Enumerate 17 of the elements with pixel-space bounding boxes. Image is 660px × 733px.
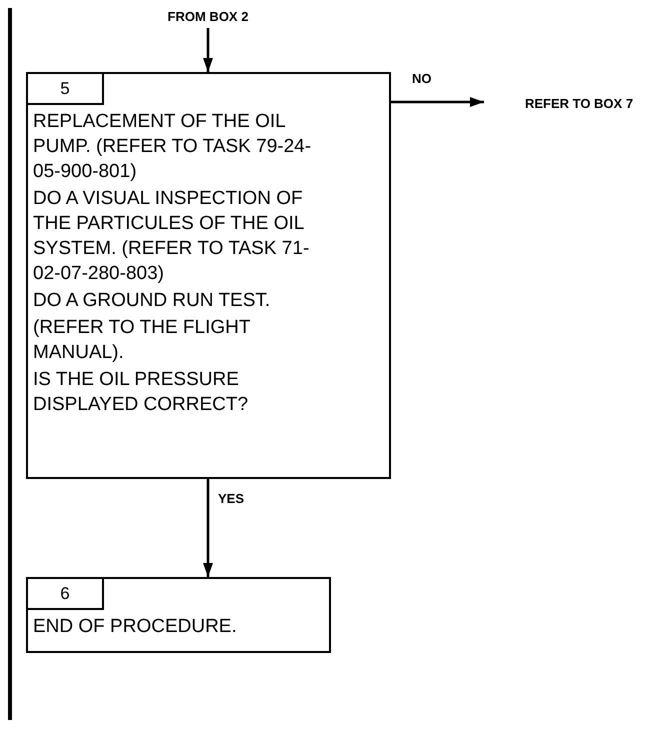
flow-reference-text: REFER TO BOX 7 [498, 93, 660, 115]
instruction-text: DO A GROUND RUN TEST. [33, 289, 272, 313]
arrow [391, 97, 484, 107]
step-number: 6 [28, 579, 104, 610]
instruction-text: (REFER TO THE FLIGHT MANUAL). [33, 316, 252, 365]
arrow [203, 479, 213, 577]
edge-label: YES [216, 492, 246, 505]
step-box [26, 577, 331, 653]
arrow [203, 28, 213, 72]
edge-label: NO [410, 72, 434, 85]
instruction-text: IS THE OIL PRESSURE DISPLAYED CORRECT? [33, 368, 250, 417]
step-box [26, 72, 391, 479]
flow-reference-text: FROM BOX 2 [140, 6, 276, 28]
instruction-text: DO A VISUAL INSPECTION OF THE PARTICULES OF THE OIL SYSTEM. (REFER TO TASK 71-02-07-280-803) [33, 187, 310, 286]
instruction-text: REPLACEMENT OF THE OIL PUMP. (REFER TO TASK 79-24-05-900-801) [33, 110, 312, 184]
instruction-text: END OF PROCEDURE. [33, 615, 238, 639]
step-number: 5 [28, 74, 104, 105]
